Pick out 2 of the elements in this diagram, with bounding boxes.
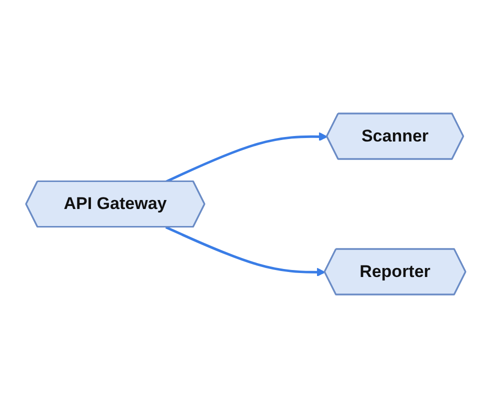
- arrow: [166, 132, 328, 183]
- arrow: [166, 226, 326, 277]
